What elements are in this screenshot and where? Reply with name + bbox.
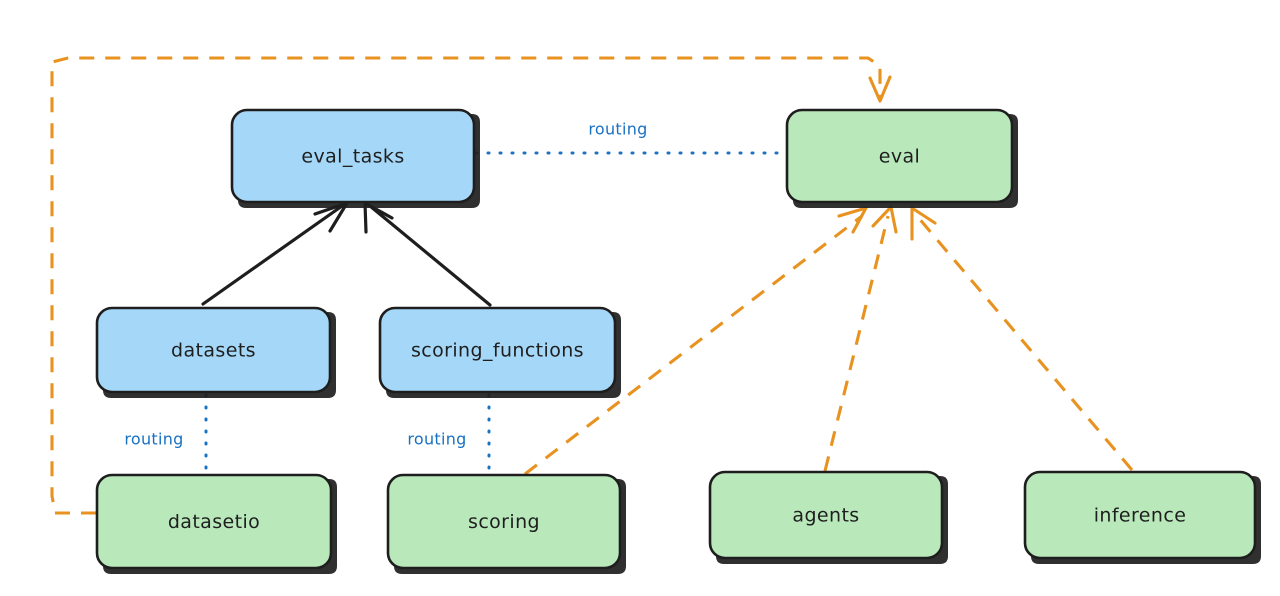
node-scoring[interactable]: scoring xyxy=(386,473,626,574)
node-scoring-label: scoring xyxy=(468,511,540,533)
edge-agents-eval-path xyxy=(823,215,890,472)
edge-scoring-eval-path xyxy=(524,214,863,476)
node-eval_tasks-body[interactable] xyxy=(230,108,476,204)
edge-datasetio-eval-path xyxy=(50,56,882,515)
node-eval_tasks[interactable]: eval_tasks xyxy=(230,108,480,208)
edge-scoring_functions-eval_tasks xyxy=(363,201,492,307)
edge-datasets-eval_tasks-path xyxy=(201,204,344,306)
node-eval_tasks-label: eval_tasks xyxy=(301,146,404,168)
node-inference[interactable]: inference xyxy=(1023,470,1261,564)
edge-inference-eval-path xyxy=(915,214,1134,472)
edge-label-routing-scoring: routing xyxy=(407,430,466,449)
node-datasetio[interactable]: datasetio xyxy=(95,473,337,574)
node-agents-body[interactable] xyxy=(708,470,944,560)
node-eval[interactable]: eval xyxy=(785,108,1018,208)
edge-inference-eval xyxy=(910,206,1134,472)
edge-datasetio-eval-arrowhead xyxy=(868,75,892,103)
node-datasets-body[interactable] xyxy=(95,306,332,394)
node-datasetio-body[interactable] xyxy=(95,473,333,570)
node-eval-body[interactable] xyxy=(785,108,1014,204)
node-datasets-label: datasets xyxy=(171,340,256,362)
edge-label-routing-eval: routing xyxy=(588,120,647,139)
node-agents[interactable]: agents xyxy=(708,470,948,564)
edge-datasetio-eval xyxy=(50,56,892,515)
node-inference-label: inference xyxy=(1094,505,1187,527)
node-inference-body[interactable] xyxy=(1023,470,1257,560)
node-datasets[interactable]: datasets xyxy=(95,306,336,398)
node-scoring-body[interactable] xyxy=(386,473,622,570)
node-scoring_functions-label: scoring_functions xyxy=(411,340,584,362)
edge-agents-eval xyxy=(823,205,898,472)
edge-datasets-eval_tasks xyxy=(201,201,349,306)
node-scoring_functions-body[interactable] xyxy=(378,306,617,394)
node-scoring_functions[interactable]: scoring_functions xyxy=(378,306,621,398)
node-eval-label: eval xyxy=(879,146,920,168)
node-datasetio-label: datasetio xyxy=(168,511,260,533)
node-agents-label: agents xyxy=(792,505,859,527)
edge-scoring-eval-arrowhead xyxy=(837,206,868,234)
edge-label-routing-datasetio: routing xyxy=(124,430,183,449)
edge-scoring_functions-eval_tasks-path xyxy=(368,204,492,307)
edge-agents-eval-arrowhead xyxy=(871,205,898,234)
